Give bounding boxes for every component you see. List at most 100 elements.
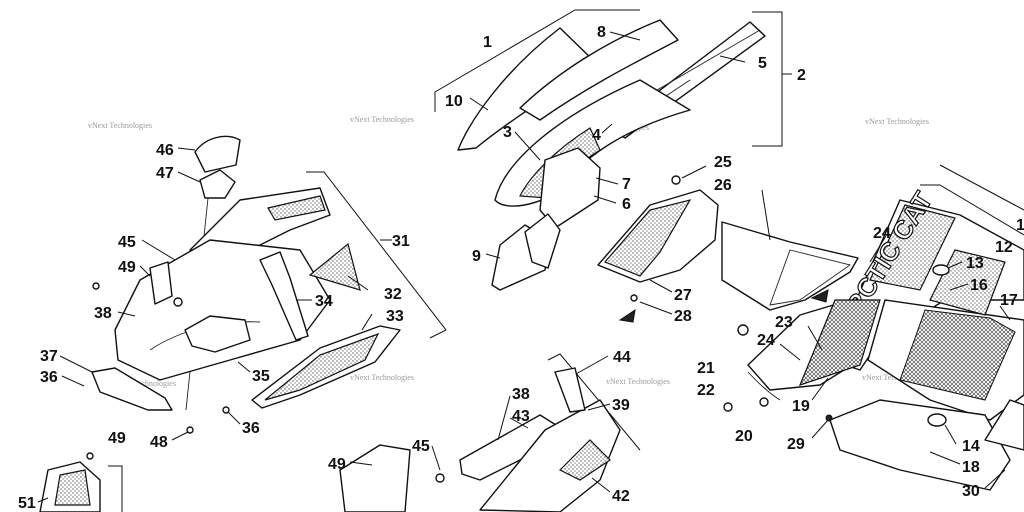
bracket-line [434, 9, 640, 112]
vent-panel-assembly [597, 165, 859, 323]
part-34-bracket [259, 251, 309, 341]
leader-line [999, 305, 1011, 321]
watermark: vNext Technologies [350, 373, 414, 382]
callout-44: 44 [613, 349, 631, 366]
callout-49: 49 [328, 456, 346, 473]
callout-36: 36 [40, 369, 58, 386]
watermark: vNext Technologies [112, 379, 176, 388]
leader-line [61, 375, 85, 387]
callout-38: 38 [512, 386, 530, 403]
callout-35: 35 [252, 368, 270, 385]
callout-30: 30 [962, 483, 980, 500]
leader-line [639, 301, 673, 315]
callout-labels: 1 2 3 4 5 6 7 8 9 10 12 13 14 16 17 18 1… [18, 24, 1024, 512]
callout-13: 13 [966, 255, 984, 272]
fastener-49 [86, 452, 94, 460]
callout-18: 18 [962, 459, 980, 476]
callout-31: 31 [392, 233, 410, 250]
callout-6: 6 [622, 196, 631, 213]
leader-line [469, 97, 489, 111]
console-opening [184, 315, 251, 353]
leader-line [59, 355, 93, 373]
part-46-gasket [194, 135, 241, 173]
callout-51: 51 [18, 495, 36, 512]
callout-9: 9 [472, 248, 481, 265]
callout-33: 33 [386, 308, 404, 325]
leader-line [593, 195, 617, 204]
leader-line [601, 123, 613, 134]
leader-line [177, 171, 201, 183]
lower-assembly [37, 353, 641, 512]
hose-line [747, 371, 781, 401]
leader-line [237, 361, 251, 373]
fastener-29 [825, 414, 833, 422]
callout-8: 8 [597, 24, 606, 41]
fastener-45 [435, 473, 445, 483]
part-14-emblem [927, 413, 947, 427]
leader-line [944, 424, 957, 445]
callout-3: 3 [503, 124, 512, 141]
leader-line [497, 395, 511, 441]
leader-line [347, 275, 369, 291]
callout-10: 10 [445, 93, 463, 110]
part-13-emblem [932, 264, 950, 276]
leader-line [587, 403, 611, 411]
bracket-line [108, 465, 123, 512]
fastener-27 [630, 294, 638, 302]
leader-line [779, 343, 801, 361]
callout-16: 16 [970, 277, 988, 294]
callout-42: 42 [612, 488, 630, 505]
leader-line [947, 261, 963, 269]
part-6-panel [539, 147, 601, 229]
leader-line [431, 445, 441, 471]
callout-36: 36 [242, 420, 260, 437]
part-16-side-mesh [899, 309, 1016, 401]
leader-line [591, 477, 611, 493]
vent-texture [603, 199, 692, 277]
callout-2: 2 [797, 67, 806, 84]
callout-47: 47 [156, 165, 174, 182]
part-26-screen [721, 221, 859, 311]
watermark: vNext Technologies [350, 115, 414, 124]
fastener-48 [186, 426, 194, 434]
leader-line [141, 239, 176, 261]
watermark: vNext Technologies [865, 117, 929, 126]
fastener-56 [737, 324, 749, 336]
fastener-22 [723, 402, 733, 412]
leader-line [349, 461, 373, 466]
leader-line [575, 355, 609, 375]
pointer-arrow [810, 289, 829, 303]
callout-32: 32 [384, 286, 402, 303]
callout-1-edge: 1 [1016, 217, 1024, 234]
fastener-45 [173, 297, 183, 307]
callout-12: 12 [995, 239, 1013, 256]
bracket-line [752, 11, 783, 147]
part-44-bracket [554, 367, 586, 413]
callout-27: 27 [674, 287, 692, 304]
callout-49: 49 [108, 430, 126, 447]
leader-line [649, 279, 673, 293]
watermark: vNext Technologies [88, 121, 152, 130]
callout-23: 23 [775, 314, 793, 331]
callout-25: 25 [714, 154, 732, 171]
callout-5: 5 [758, 55, 767, 72]
part-9-bracket [524, 213, 561, 269]
callout-26: 26 [714, 177, 732, 194]
part-32-panel [308, 242, 361, 291]
leader-line [509, 417, 529, 429]
fastener-36 [222, 406, 230, 414]
part-49-clip [149, 261, 173, 305]
leader-line [609, 31, 641, 41]
screen-frame [769, 249, 852, 306]
callout-34: 34 [315, 293, 333, 310]
panel-texture [558, 439, 611, 481]
leader-line [485, 253, 501, 259]
callout-20: 20 [735, 428, 753, 445]
leader-line [929, 451, 961, 465]
part-47-seal [199, 169, 236, 199]
part-30-corner [984, 399, 1024, 451]
callout-17: 17 [1000, 292, 1018, 309]
callout-43: 43 [512, 408, 530, 425]
fastener-25 [671, 175, 681, 185]
